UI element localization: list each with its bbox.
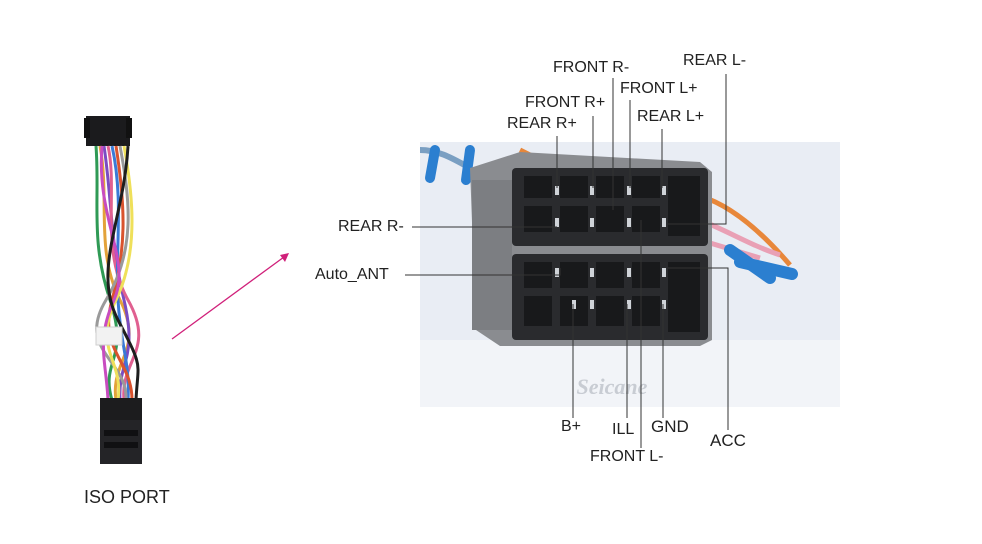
pin-label-rear-r-plus: REAR R+ [507, 115, 577, 132]
pin-label-acc: ACC [710, 431, 746, 450]
pin-label-auto-ant: Auto_ANT [315, 266, 389, 283]
brand-watermark: Seicane [577, 374, 648, 399]
pin-label-gnd: GND [651, 417, 689, 436]
leader-lines [405, 74, 729, 448]
pointer-arrow [171, 253, 289, 340]
pin-label-front-r-minus: FRONT R- [553, 59, 630, 76]
pin-label-b-plus: B+ [561, 418, 582, 435]
pin-label-rear-l-minus: REAR L- [683, 52, 747, 69]
pin-label-ill: ILL [612, 421, 635, 438]
pin-label-front-r-plus: FRONT R+ [525, 94, 606, 111]
pin-label-front-l-minus: FRONT L- [590, 448, 664, 465]
harness-caption: ISO PORT [84, 487, 170, 507]
pin-label-front-l-plus: FRONT L+ [620, 80, 698, 97]
pin-label-rear-r-minus: REAR R- [338, 218, 404, 235]
iso-harness-image [84, 116, 142, 464]
pin-label-rear-l-plus: REAR L+ [637, 108, 705, 125]
